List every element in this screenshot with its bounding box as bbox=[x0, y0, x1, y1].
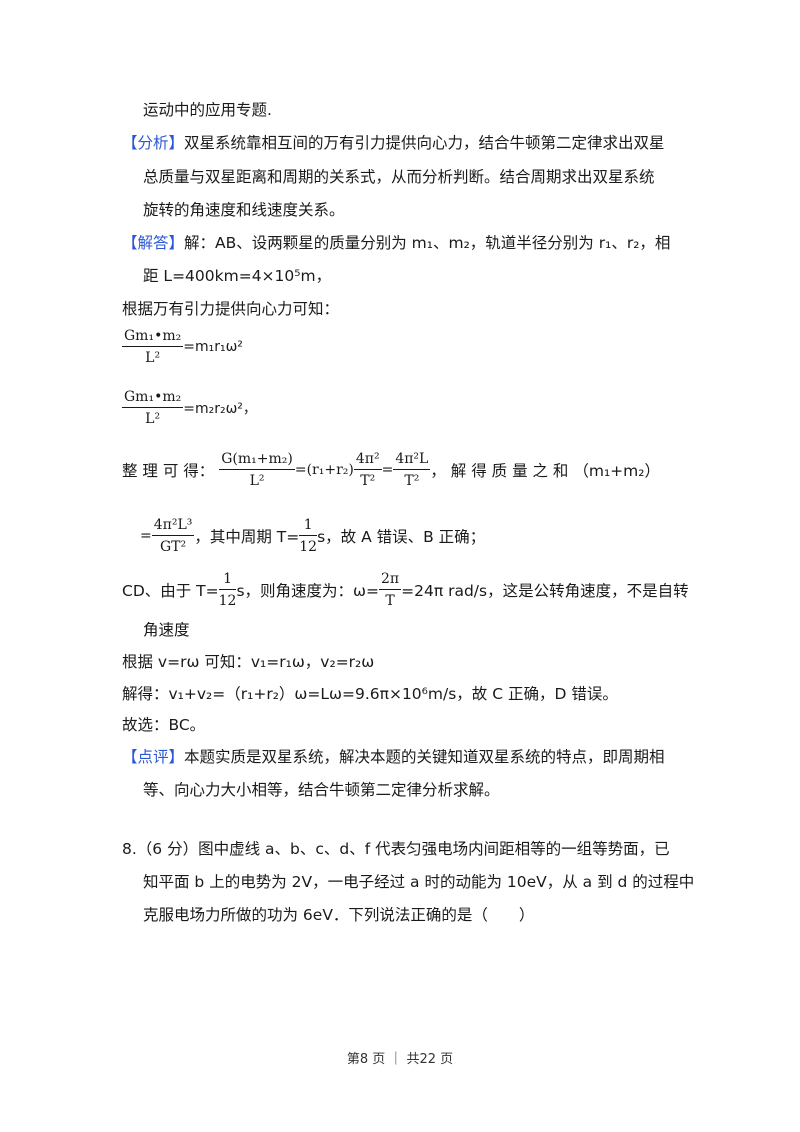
equation-mid: ，其中周期 T= bbox=[194, 528, 300, 546]
text-line: 旋转的角速度和线速度关系。 bbox=[143, 201, 345, 219]
denominator: T² bbox=[404, 473, 420, 489]
equation-rhs: =m₂r₂ω²， bbox=[183, 401, 257, 417]
numerator: 1 bbox=[218, 570, 237, 590]
fraction: Gm₁•m₂ L² bbox=[122, 388, 184, 428]
equation-rhs: =m₁r₁ω² bbox=[183, 339, 243, 355]
text-line: 根据万有引力提供向心力可知： bbox=[122, 300, 340, 318]
denominator: L² bbox=[249, 473, 265, 489]
numerator: 2π bbox=[379, 570, 402, 590]
cd-suffix: =24π rad/s，这是公转角速度，不是自转 bbox=[401, 582, 689, 600]
question-8-line: 知平面 b 上的电势为 2V，一电子经过 a 时的动能为 10eV，从 a 到 … bbox=[143, 873, 695, 891]
cd-line: CD、由于 T= 1 12 s，则角速度为：ω= 2π T =24π rad/s… bbox=[122, 570, 689, 610]
text-line: 本题实质是双星系统，解决本题的关键知道双星系统的特点，即周期相 bbox=[184, 748, 665, 766]
fraction: Gm₁•m₂ L² bbox=[122, 327, 184, 367]
comment-paragraph: 【点评】本题实质是双星系统，解决本题的关键知道双星系统的特点，即周期相 bbox=[122, 746, 665, 768]
analysis-paragraph: 【分析】双星系统靠相互间的万有引力提供向心力，结合牛顿第二定律求出双星 bbox=[122, 132, 665, 154]
text-line: 等、向心力大小相等，结合牛顿第二定律分析求解。 bbox=[143, 781, 500, 799]
equation-3: 整 理 可 得： G(m₁+m₂) L² =(r₁+r₂) 4π² T² = 4… bbox=[122, 450, 660, 490]
comment-tag: 【点评】 bbox=[122, 748, 185, 766]
equation-1: Gm₁•m₂ L² =m₁r₁ω² bbox=[122, 327, 243, 367]
text-line: 运动中的应用专题. bbox=[143, 101, 272, 119]
text-line: 双星系统靠相互间的万有引力提供向心力，结合牛顿第二定律求出双星 bbox=[184, 134, 665, 152]
denominator: 12 bbox=[299, 539, 318, 555]
fraction: 4π²L T² bbox=[393, 450, 431, 490]
denominator: GT² bbox=[159, 539, 187, 555]
text-line: 根据 v=rω 可知：v₁=r₁ω，v₂=r₂ω bbox=[122, 653, 375, 671]
denominator: T bbox=[385, 593, 395, 609]
equation-suffix: ， 解 得 质 量 之 和 （m₁+m₂） bbox=[430, 462, 660, 480]
numerator: Gm₁•m₂ bbox=[122, 388, 184, 408]
numerator: 1 bbox=[299, 516, 318, 536]
fraction: 1 12 bbox=[218, 570, 237, 610]
answer-tag: 【解答】 bbox=[122, 234, 185, 252]
text-line: 故选：BC。 bbox=[122, 716, 206, 734]
question-8-line: 克服电场力所做的功为 6eV．下列说法正确的是（ ） bbox=[143, 906, 535, 924]
text-line: 总质量与双星距离和周期的关系式，从而分析判断。结合周期求出双星系统 bbox=[143, 168, 655, 186]
numerator: G(m₁+m₂) bbox=[219, 450, 295, 470]
fraction: 4π² T² bbox=[353, 450, 382, 490]
equation-mid: =(r₁+r₂) bbox=[294, 462, 354, 478]
denominator: L² bbox=[145, 350, 161, 366]
equals-sign: = bbox=[381, 462, 394, 478]
fraction: 1 12 bbox=[299, 516, 318, 556]
numerator: 4π²L³ bbox=[151, 516, 195, 536]
equation-suffix: s，故 A 错误、B 正确； bbox=[317, 528, 486, 546]
answer-paragraph: 【解答】解：AB、设两颗星的质量分别为 m₁、m₂，轨道半径分别为 r₁、r₂，… bbox=[122, 232, 670, 254]
fraction: 2π T bbox=[379, 570, 402, 610]
page-footer: 第8 页 ｜ 共22 页 bbox=[346, 1052, 454, 1067]
numerator: Gm₁•m₂ bbox=[122, 327, 184, 347]
cd-prefix: CD、由于 T= bbox=[122, 582, 219, 600]
numerator: 4π²L bbox=[393, 450, 431, 470]
fraction: G(m₁+m₂) L² bbox=[219, 450, 295, 490]
denominator: 12 bbox=[218, 593, 237, 609]
text-line: 距 L=400km=4×10⁵m， bbox=[143, 267, 332, 285]
cd-mid: s，则角速度为：ω= bbox=[236, 582, 380, 600]
equation-2: Gm₁•m₂ L² =m₂r₂ω²， bbox=[122, 388, 257, 428]
equation-4: = 4π²L³ GT² ，其中周期 T= 1 12 s，故 A 错误、B 正确； bbox=[140, 516, 485, 556]
denominator: T² bbox=[360, 473, 376, 489]
equals-sign: = bbox=[140, 528, 152, 544]
question-8-line: 8.（6 分）图中虚线 a、b、c、d、f 代表匀强电场内间距相等的一组等势面，… bbox=[122, 840, 670, 858]
fraction: 4π²L³ GT² bbox=[151, 516, 195, 556]
text-line: 角速度 bbox=[143, 621, 190, 639]
text-line: 解：AB、设两颗星的质量分别为 m₁、m₂，轨道半径分别为 r₁、r₂，相 bbox=[184, 234, 671, 252]
denominator: L² bbox=[145, 411, 161, 427]
text-line: 解得：v₁+v₂=（r₁+r₂）ω=Lω=9.6π×10⁶m/s，故 C 正确，… bbox=[122, 685, 618, 703]
analysis-tag: 【分析】 bbox=[122, 134, 185, 152]
numerator: 4π² bbox=[353, 450, 382, 470]
equation-prefix: 整 理 可 得： bbox=[122, 462, 215, 480]
